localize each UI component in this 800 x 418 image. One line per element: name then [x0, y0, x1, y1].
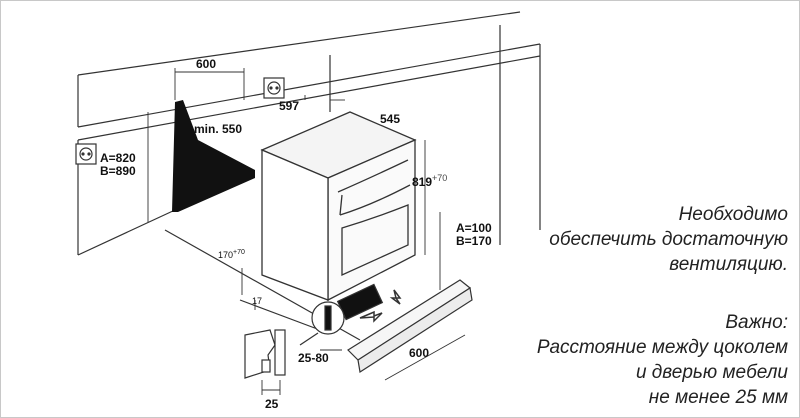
important-note: Важно: Расстояние между цоколем и дверью… [537, 310, 788, 410]
plinth-panel [336, 279, 473, 373]
note-line: и дверью мебели [635, 362, 788, 383]
note-line: вентиляцию. [669, 254, 788, 275]
power-socket-icon [263, 77, 285, 99]
ventilation-note: Необходимо обеспечить достаточную вентил… [549, 202, 788, 277]
label-plinth-b: B=170 [456, 234, 492, 248]
label-plinth-width: 600 [409, 346, 429, 360]
label-bottom-gap: 17 [252, 296, 262, 306]
label-height-a: A=820 [100, 151, 136, 165]
detail-callout [244, 301, 345, 379]
label-appliance-depth: 545 [380, 112, 400, 126]
label-panel-thickness: 25 [265, 397, 279, 411]
label-niche-depth: 597 [279, 99, 299, 113]
label-height-b: B=890 [100, 164, 136, 178]
dimension-lines [147, 68, 466, 395]
niche-shadow [172, 100, 255, 212]
note-line: не менее 25 мм [648, 387, 788, 408]
note-line: Расстояние между цоколем [536, 337, 788, 358]
note-line: Важно: [725, 312, 788, 333]
label-plinth-a: A=100 [456, 221, 492, 235]
label-door-gap: 25-80 [298, 351, 329, 365]
note-line: обеспечить достаточную [549, 229, 788, 250]
label-niche-width: 600 [196, 57, 216, 71]
fridge-appliance [260, 111, 417, 302]
label-min-depth: min. 550 [194, 122, 242, 136]
label-vent-height: 170+70 [218, 249, 245, 260]
power-socket-icon [75, 143, 97, 165]
note-line: Необходимо [678, 204, 788, 225]
ventilation-arrows [359, 289, 402, 323]
label-appliance-height: 819+70 [412, 173, 447, 189]
